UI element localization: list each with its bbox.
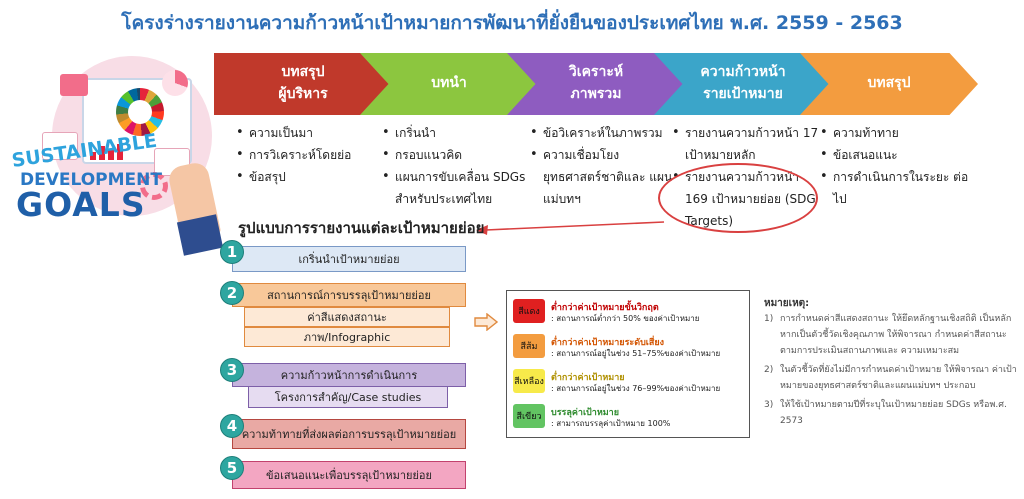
notes-heading: หมายเหตุ:	[764, 298, 810, 309]
bullet-item: ความเป็นมา	[236, 122, 364, 144]
legend-title: ต่ำกว่าค่าเป้าหมายระดับเสี่ยง	[551, 338, 665, 348]
notes-list: 1) การกำหนดค่าสีแสดงสถานะ ให้ยึดหลักฐานเช…	[764, 311, 1018, 432]
chapter-arrow-executive-summary: บทสรุปผู้บริหาร	[214, 53, 392, 115]
legend-chip: สีเขียว	[513, 404, 545, 428]
legend-chip: สีเหลือง	[513, 369, 545, 393]
sdg-illustration	[4, 48, 224, 258]
legend-chip: สีส้ม	[513, 334, 545, 358]
legend-desc: : สามารถบรรลุค่าเป้าหมาย 100%	[551, 419, 671, 428]
sdg-logo-line2: DEVELOPMENT	[20, 170, 162, 190]
legend-title: ต่ำกว่าค่าเป้าหมายขั้นวิกฤต	[551, 303, 659, 313]
chapter-title-line: ภาพรวม	[570, 86, 622, 102]
chapter-arrow-introduction: บทนำ	[360, 53, 538, 115]
bullet-item: รายงานความก้าวหน้า 17 เป้าหมายหลัก	[672, 122, 822, 166]
document-icon	[42, 132, 78, 160]
sdg-color-wheel-icon	[116, 88, 164, 136]
note-text: ในตัวชี้วัดที่ยังไม่มีการกำหนดค่าเป้าหมา…	[780, 365, 1017, 391]
sleeve-icon	[176, 214, 224, 256]
section-number-badge: 5	[220, 456, 244, 480]
chapter-title-line: บทสรุป	[867, 75, 911, 92]
bullet-item: แผนการขับเคลื่อน SDGs สำหรับประเทศไทย	[382, 166, 530, 210]
chapter-arrow-conclusion: บทสรุป	[800, 53, 978, 115]
note-number: 2)	[764, 365, 774, 375]
chapter-title-line: วิเคราะห์	[568, 64, 624, 81]
legend-row-green: สีเขียว บรรลุค่าเป้าหมาย : สามารถบรรลุค่…	[513, 404, 749, 430]
section-number-badge: 1	[220, 240, 244, 264]
note-item: 3) ให้ใช้เป้าหมายตามปีที่ระบุในเป้าหมายย่…	[764, 397, 1018, 429]
note-text: ให้ใช้เป้าหมายตามปีที่ระบุในเป้าหมายย่อย…	[780, 400, 1007, 426]
section-box-progress: ความก้าวหน้าการดำเนินการ	[232, 363, 466, 387]
chapter-title-line: รายเป้าหมาย	[703, 86, 783, 102]
subsection-box-case-studies: โครงการสำคัญ/Case studies	[248, 386, 448, 408]
chapter-bullets-1: ความเป็นมา การวิเคราะห์โดยย่อ ข้อสรุป	[236, 122, 364, 188]
bar-chart-icon	[90, 144, 130, 160]
section-box-situation: สถานการณ์การบรรลุเป้าหมายย่อย	[232, 283, 466, 307]
bullet-item: การวิเคราะห์โดยย่อ	[236, 144, 364, 166]
section-box-challenges: ความท้าทายที่ส่งผลต่อการบรรลุเป้าหมายย่อ…	[232, 419, 466, 449]
chapter-bullets-5: ความท้าทาย ข้อเสนอแนะ การดำเนินการในระยะ…	[820, 122, 970, 210]
legend-desc: : สถานการณ์อยู่ในช่วง 51–75%ของค่าเป้าหม…	[551, 349, 721, 358]
legend-title: บรรลุค่าเป้าหมาย	[551, 408, 620, 418]
note-number: 3)	[764, 400, 774, 410]
chapter-arrow-progress: ความก้าวหน้ารายเป้าหมาย	[654, 53, 832, 115]
chapter-title-line: ผู้บริหาร	[278, 86, 328, 102]
gear-icon	[140, 172, 168, 200]
section-number-badge: 4	[220, 414, 244, 438]
chapter-bullets-3: ข้อวิเคราะห์ในภาพรวม ความเชื่อมโยง ยุทธศ…	[530, 122, 680, 210]
bullet-item: ความท้าทาย	[820, 122, 970, 144]
page-title: โครงร่างรายงานความก้าวหน้าเป้าหมายการพัฒ…	[121, 12, 903, 34]
pointer-arrow	[476, 221, 665, 235]
bullet-item: ข้อวิเคราะห์ในภาพรวม	[530, 122, 680, 144]
bullet-item: ความเชื่อมโยง ยุทธศาสตร์ชาติและ แผนแม่บท…	[530, 144, 680, 210]
note-text: การกำหนดค่าสีแสดงสถานะ ให้ยึดหลักฐานเชิง…	[780, 314, 1012, 356]
pie-chart-icon	[162, 70, 188, 96]
chapter-title-line: บทสรุป	[281, 64, 325, 81]
section-box-recommendations: ข้อเสนอแนะเพื่อบรรลุเป้าหมายย่อย	[232, 461, 466, 489]
chapter-title-line: ความก้าวหน้า	[700, 64, 786, 81]
orange-arrow-icon	[474, 313, 498, 331]
legend-title: ต่ำกว่าค่าเป้าหมาย	[551, 373, 625, 383]
legend-desc: : สถานการณ์อยู่ในช่วง 76–99%ของค่าเป้าหม…	[551, 384, 721, 393]
legend-row-red: สีแดง ต่ำกว่าค่าเป้าหมายขั้นวิกฤต : สถาน…	[513, 299, 749, 325]
legend-chip: สีแดง	[513, 299, 545, 323]
legend-row-yellow: สีเหลือง ต่ำกว่าค่าเป้าหมาย : สถานการณ์อ…	[513, 369, 749, 395]
note-number: 1)	[764, 314, 774, 324]
chapter-arrow-overview: วิเคราะห์ภาพรวม	[507, 53, 685, 115]
note-item: 1) การกำหนดค่าสีแสดงสถานะ ให้ยึดหลักฐานเช…	[764, 311, 1018, 359]
note-item: 2) ในตัวชี้วัดที่ยังไม่มีการกำหนดค่าเป้าห…	[764, 362, 1018, 394]
section-format-heading: รูปแบบการรายงานแต่ละเป้าหมายย่อย	[238, 219, 485, 237]
bullet-item: ข้อเสนอแนะ	[820, 144, 970, 166]
subsection-box-status-color: ค่าสีแสดงสถานะ	[244, 307, 450, 327]
bullet-item: การดำเนินการในระยะ ต่อไป	[820, 166, 970, 210]
legend-row-orange: สีส้ม ต่ำกว่าค่าเป้าหมายระดับเสี่ยง : สถ…	[513, 334, 749, 360]
bullet-item: กรอบแนวคิด	[382, 144, 530, 166]
bullet-item: ข้อสรุป	[236, 166, 364, 188]
section-number-badge: 3	[220, 358, 244, 382]
status-color-legend: สีแดง ต่ำกว่าค่าเป้าหมายขั้นวิกฤต : สถาน…	[506, 290, 750, 438]
sdg-logo-line3: GOALS	[16, 185, 146, 224]
bullet-item: เกริ่นนำ	[382, 122, 530, 144]
chat-bubble-icon	[60, 74, 88, 96]
chapter-bullets-2: เกริ่นนำ กรอบแนวคิด แผนการขับเคลื่อน SDG…	[382, 122, 530, 210]
section-number-badge: 2	[220, 281, 244, 305]
chapter-title-line: บทนำ	[431, 75, 467, 92]
legend-desc: : สถานการณ์ต่ำกว่า 50% ของค่าเป้าหมาย	[551, 314, 700, 323]
highlight-oval	[658, 163, 818, 233]
section-box-intro: เกริ่นนำเป้าหมายย่อย	[232, 246, 466, 272]
subsection-box-infographic: ภาพ/Infographic	[244, 327, 450, 347]
